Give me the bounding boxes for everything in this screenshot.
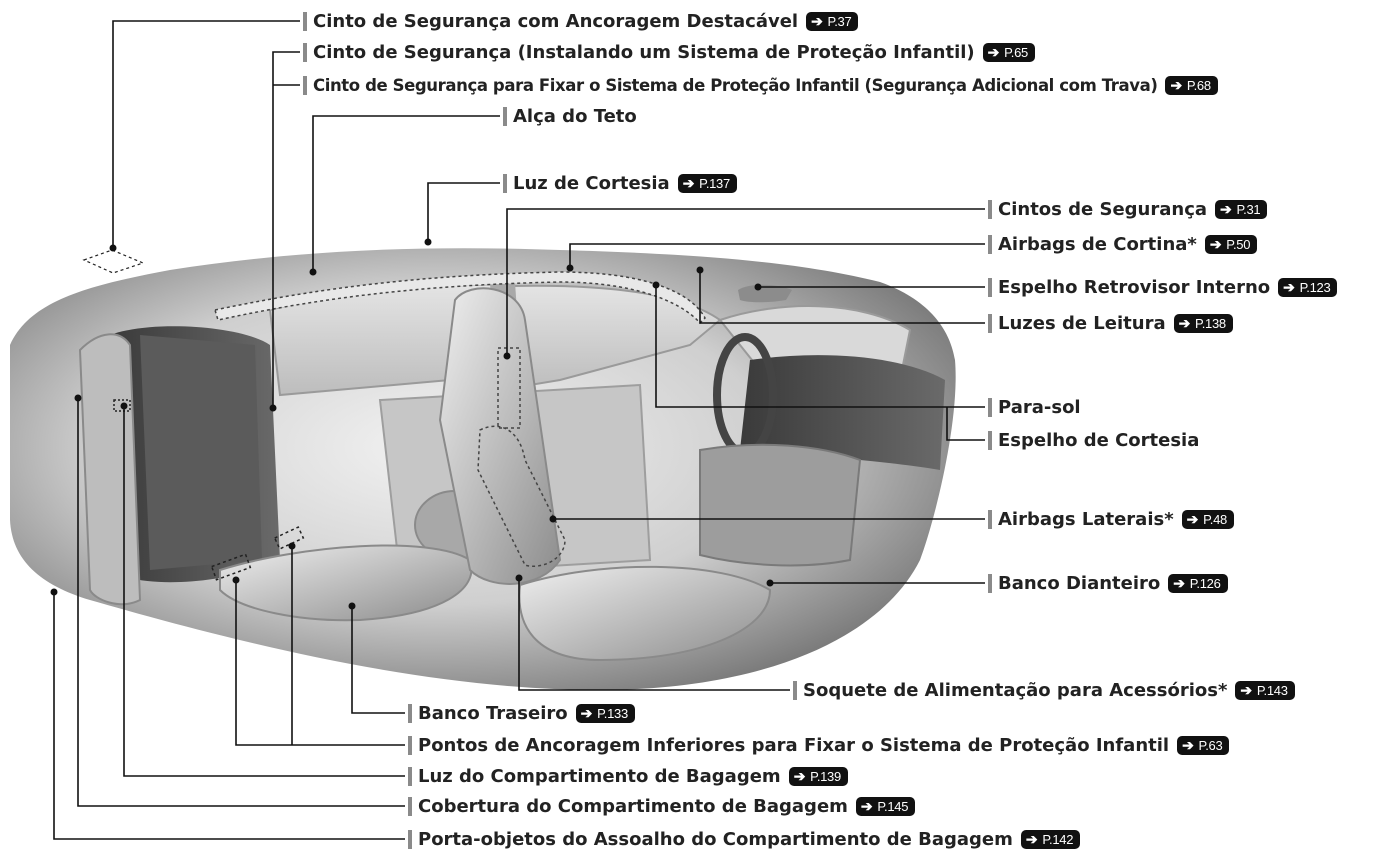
callout-label: Cinto de Segurança (Instalando um Sistem… — [313, 41, 975, 63]
callout-bar — [408, 703, 412, 723]
page-ref-link[interactable]: ➔P.65 — [982, 42, 1035, 62]
callout-cobertura-bagagem: Cobertura do Compartimento de Bagagem ➔P… — [408, 794, 916, 818]
page-ref-link[interactable]: ➔P.31 — [1215, 199, 1268, 219]
console — [699, 443, 862, 567]
callout-bar — [503, 106, 507, 126]
mirror-shape — [738, 284, 792, 303]
callout-bar — [988, 509, 992, 529]
page-ref-link[interactable]: ➔P.145 — [855, 796, 916, 816]
callout-bar — [408, 829, 412, 849]
callout-banco-traseiro: Banco Traseiro ➔P.133 — [408, 701, 635, 725]
callout-label: Cinto de Segurança para Fixar o Sistema … — [313, 75, 1158, 95]
callout-soquete: Soquete de Alimentação para Acessórios* … — [793, 678, 1295, 702]
arrow-right-icon: ➔ — [1186, 510, 1199, 527]
callout-espelho-cortesia: Espelho de Cortesia — [988, 428, 1199, 452]
arrow-right-icon: ➔ — [811, 12, 823, 29]
callout-bar — [408, 735, 412, 755]
callout-cinto-instalando: Cinto de Segurança (Instalando um Sistem… — [303, 40, 1035, 64]
side-airbag-outline — [477, 425, 566, 567]
callout-bar — [303, 42, 307, 62]
callout-label: Cinto de Segurança com Ancoragem Destacá… — [313, 10, 799, 32]
callout-bar — [793, 680, 797, 700]
arrow-right-icon: ➔ — [1240, 681, 1252, 698]
callout-cinto-fixar: Cinto de Segurança para Fixar o Sistema … — [303, 73, 1218, 97]
callout-cintos: Cintos de Segurança ➔P.31 — [988, 197, 1268, 221]
arrow-right-icon: ➔ — [580, 704, 593, 721]
callout-label: Pontos de Ancoragem Inferiores para Fixa… — [418, 734, 1170, 756]
callout-bar — [988, 573, 992, 593]
callout-bar — [303, 11, 307, 31]
page-ref-link[interactable]: ➔P.138 — [1173, 313, 1233, 333]
arrow-right-icon: ➔ — [793, 767, 806, 784]
arrow-right-icon: ➔ — [1283, 278, 1295, 295]
callout-label: Para-sol — [998, 396, 1081, 418]
front-seatback — [438, 287, 562, 585]
page-ref-link[interactable]: ➔P.123 — [1278, 277, 1338, 297]
callout-bar — [988, 277, 992, 297]
page-ref-link[interactable]: ➔P.126 — [1168, 573, 1228, 593]
callout-bar — [408, 766, 412, 786]
callout-label: Luz de Cortesia — [513, 172, 670, 194]
callout-bar — [988, 199, 992, 219]
callout-porta-objetos: Porta-objetos do Assoalho do Compartimen… — [408, 827, 1081, 851]
page-ref-link[interactable]: ➔P.142 — [1020, 829, 1081, 849]
arrow-right-icon: ➔ — [1173, 574, 1185, 591]
callout-bar — [988, 397, 992, 417]
front-belt-outline — [497, 347, 521, 429]
arrow-right-icon: ➔ — [1025, 830, 1038, 847]
page-ref-link[interactable]: ➔P.137 — [677, 173, 737, 193]
callout-label: Espelho Retrovisor Interno — [998, 276, 1271, 298]
callout-cinto-ancoragem: Cinto de Segurança com Ancoragem Destacá… — [303, 9, 859, 33]
callout-bar — [988, 313, 992, 333]
callout-label: Espelho de Cortesia — [998, 429, 1200, 451]
arrow-right-icon: ➔ — [1182, 736, 1194, 753]
callout-luz-bagagem: Luz do Compartimento de Bagagem ➔P.139 — [408, 764, 848, 788]
callout-banco-dianteiro: Banco Dianteiro ➔P.126 — [988, 571, 1228, 595]
callout-label: Banco Traseiro — [418, 702, 568, 724]
callout-label: Alça do Teto — [513, 105, 637, 127]
callout-bar — [988, 234, 992, 254]
anchor-diamond — [82, 249, 145, 274]
page-ref-link[interactable]: ➔P.48 — [1181, 509, 1234, 529]
page-ref-link[interactable]: ➔P.139 — [788, 766, 848, 786]
callout-label: Airbags de Cortina* — [998, 233, 1197, 255]
callout-label: Porta-objetos do Assoalho do Compartimen… — [418, 828, 1013, 850]
callout-bar — [503, 173, 507, 193]
page-ref-link[interactable]: ➔P.37 — [806, 11, 859, 31]
page-ref-link[interactable]: ➔P.50 — [1204, 234, 1258, 254]
page-ref-link[interactable]: ➔P.133 — [575, 703, 635, 723]
callout-luz-cortesia: Luz de Cortesia ➔P.137 — [503, 171, 737, 195]
callout-label: Cintos de Segurança — [998, 198, 1208, 220]
callout-espelho-retrovisor: Espelho Retrovisor Interno ➔P.123 — [988, 275, 1338, 299]
callout-bar — [408, 796, 412, 816]
arrow-right-icon: ➔ — [860, 797, 873, 814]
callout-bar — [303, 75, 307, 95]
page-ref-link[interactable]: ➔P.143 — [1235, 680, 1295, 700]
callout-para-sol: Para-sol — [988, 395, 1081, 419]
callout-label: Luz do Compartimento de Bagagem — [418, 765, 781, 787]
callout-airbags-cortina: Airbags de Cortina* ➔P.50 — [988, 232, 1258, 256]
callout-label: Soquete de Alimentação para Acessórios* — [803, 679, 1228, 701]
arrow-right-icon: ➔ — [1178, 314, 1191, 331]
callout-label: Cobertura do Compartimento de Bagagem — [418, 795, 848, 817]
arrow-right-icon: ➔ — [1170, 76, 1182, 93]
page-ref-link[interactable]: ➔P.63 — [1177, 735, 1230, 755]
arrow-right-icon: ➔ — [1220, 200, 1232, 217]
arrow-right-icon: ➔ — [1209, 235, 1222, 252]
callout-bar — [988, 430, 992, 450]
page-ref-link[interactable]: ➔P.68 — [1165, 75, 1218, 95]
callout-alca-teto: Alça do Teto — [503, 104, 637, 128]
arrow-right-icon: ➔ — [682, 174, 695, 191]
callout-airbags-laterais: Airbags Laterais* ➔P.48 — [988, 507, 1234, 531]
callout-label: Airbags Laterais* — [998, 508, 1174, 530]
callout-label: Luzes de Leitura — [998, 312, 1166, 334]
arrow-right-icon: ➔ — [987, 43, 1000, 60]
callout-pontos-ancoragem: Pontos de Ancoragem Inferiores para Fixa… — [408, 733, 1230, 757]
callout-luzes-leitura: Luzes de Leitura ➔P.138 — [988, 311, 1233, 335]
callout-label: Banco Dianteiro — [998, 572, 1161, 594]
